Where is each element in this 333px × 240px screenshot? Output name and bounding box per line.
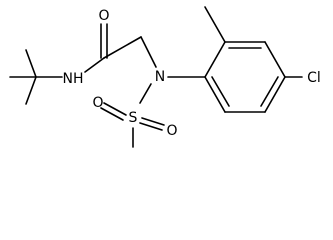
bond-carbonyl-ch2	[103, 36, 142, 59]
bond-s-o-right	[141, 117, 165, 126]
atom-label-s: S	[129, 110, 138, 126]
ring-bond-6	[204, 76, 226, 113]
atom-label-n: N	[155, 69, 165, 85]
atom-label-cl: Cl	[307, 70, 321, 86]
bond-s-o-left	[103, 102, 127, 116]
atom-label-nh: NH	[63, 71, 84, 87]
ring-bond-3	[264, 41, 286, 78]
bond-ring-methyl	[204, 6, 226, 43]
bond-n-s	[139, 83, 152, 104]
atom-label-o-sulfonyl-left: O	[92, 95, 103, 111]
ring-bond-1	[204, 41, 226, 78]
ring-bond-4	[264, 76, 286, 113]
bond-s-o-left-2	[100, 107, 124, 121]
bonds	[9, 6, 303, 148]
bond-tbu-methyl-3	[25, 76, 37, 105]
ring-bond-4-inner	[260, 76, 279, 107]
atom-label-o-sulfonyl-right: O	[166, 123, 177, 139]
atom-labels: O NH N S O O Cl	[63, 8, 321, 139]
atom-label-o-carbonyl: O	[98, 8, 109, 24]
ring-bond-6-inner	[211, 76, 230, 107]
chemical-structure: O NH N S O O Cl	[9, 6, 321, 148]
bond-s-o-right-2	[139, 122, 163, 131]
bond-n-carbonyl	[84, 57, 105, 73]
bond-ch2-n	[140, 36, 157, 68]
bond-tbu-methyl-2	[25, 49, 37, 78]
